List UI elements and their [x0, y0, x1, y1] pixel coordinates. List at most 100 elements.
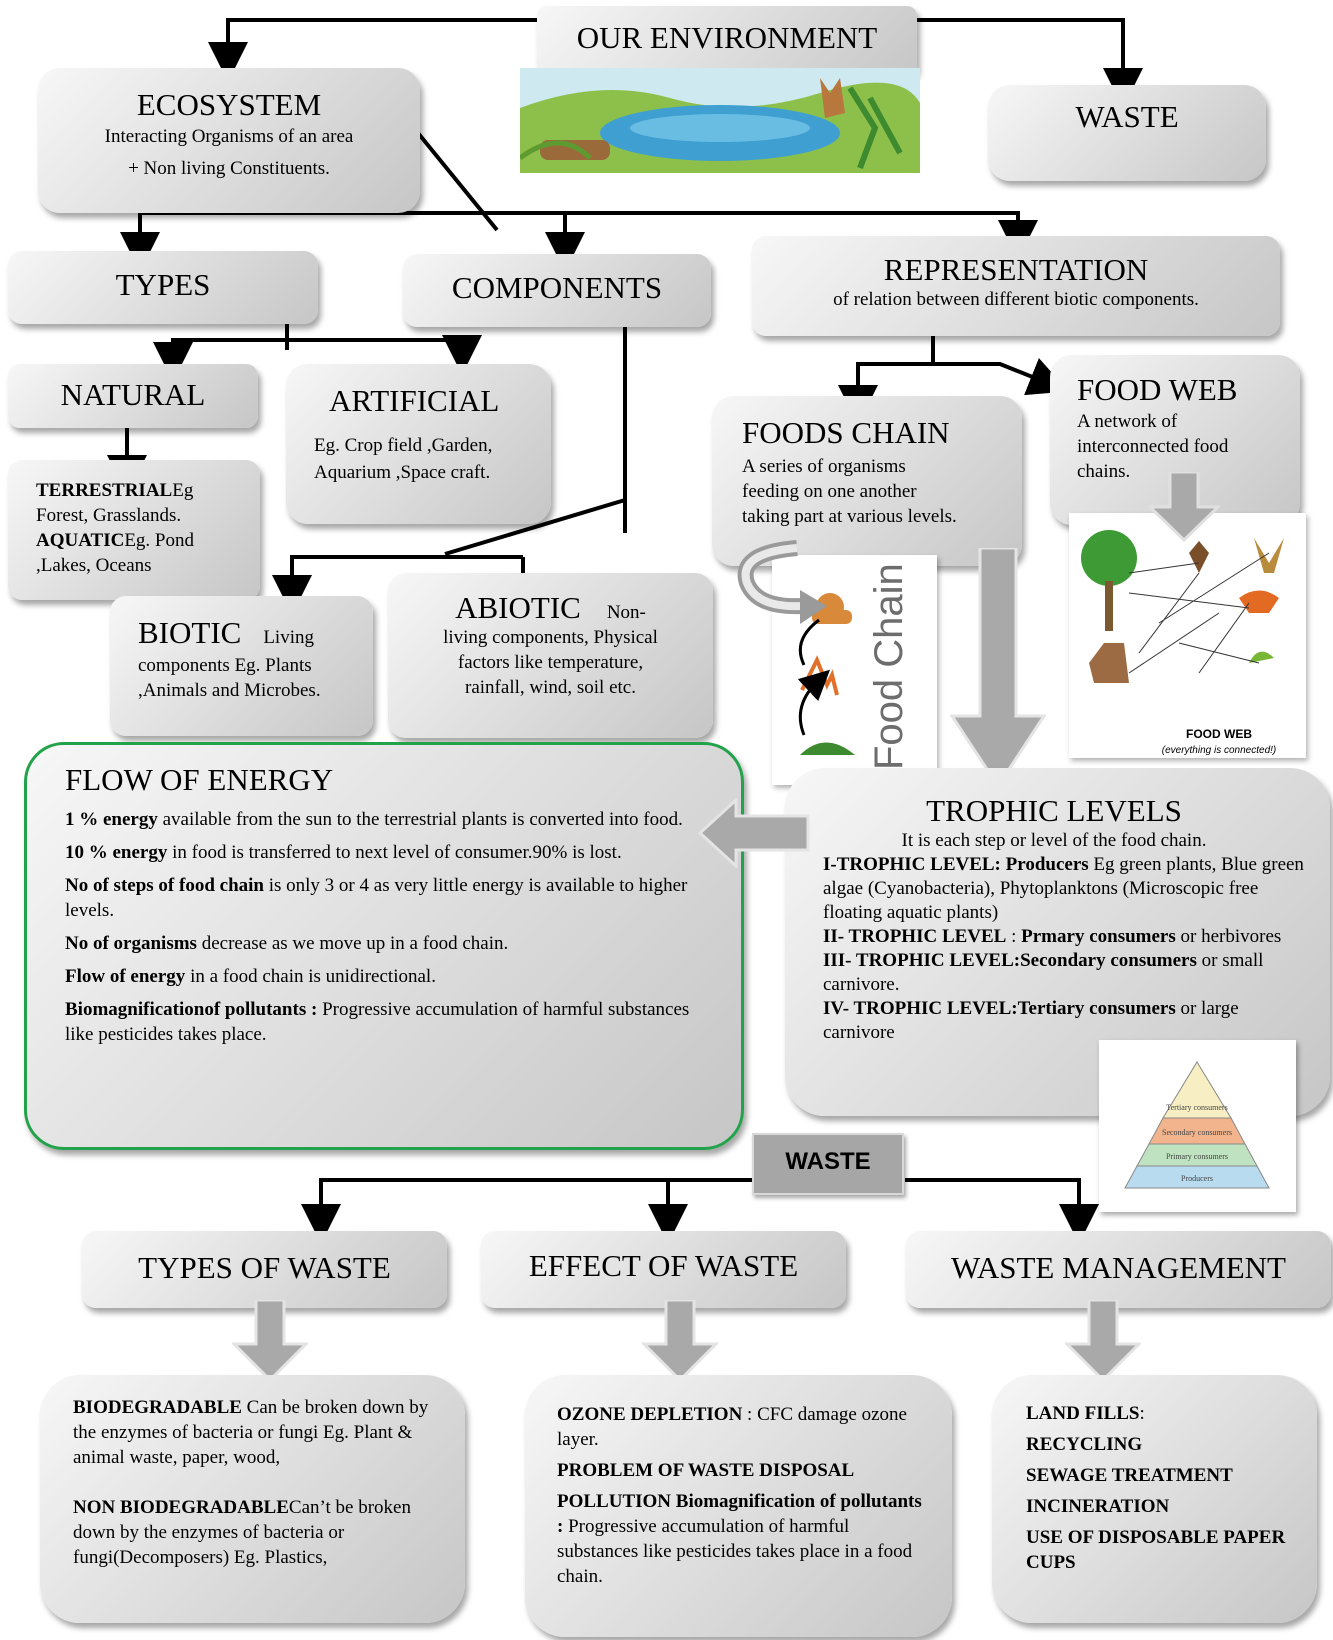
representation-desc: of relation between different biotic com… — [833, 289, 1199, 310]
aquatic-eg: Eg. Pond — [124, 530, 195, 551]
flow-of-energy-item-text: decrease as we move up in a food chain. — [196, 933, 509, 954]
components-title: COMPONENTS — [451, 270, 663, 305]
terrestrial-aquatic-box: TERRESTRIALEg Forest, Grasslands. AQUATI… — [8, 460, 260, 600]
waste-label: WASTE — [785, 1148, 871, 1175]
pyramid-secondary: Secondary consumers — [1162, 1128, 1232, 1137]
flow-of-energy-item-bold: Flow of energy — [65, 966, 186, 987]
food-chain-image-text: Food Chain — [867, 563, 911, 770]
waste-disposal-problem: PROBLEM OF WASTE DISPOSAL — [557, 1460, 855, 1481]
ecosystem-line2: + Non living Constituents. — [128, 158, 330, 179]
block-arrow-down-icon — [1148, 472, 1220, 542]
non-biodegradable-label: NON BIODEGRADABLE — [73, 1497, 289, 1518]
trophic-level-2-text: or herbivores — [1175, 926, 1282, 947]
biotic-box: BIOTIC Living components Eg. Plants ,Anim… — [110, 596, 373, 736]
trophic-level-2-sep: : — [1006, 926, 1022, 947]
recycling-item: RECYCLING — [1026, 1434, 1143, 1455]
flow-of-energy-item-bold: No of steps of food chain — [65, 875, 264, 896]
food-web-title: FOOD WEB — [1077, 372, 1238, 407]
pollution-text: Progressive accumulation of harmful subs… — [557, 1516, 913, 1587]
food-web-line3: chains. — [1077, 461, 1131, 482]
flow-of-energy-item-bold: No of organisms — [65, 933, 197, 954]
pyramid-tertiary: Tertiary consumers — [1166, 1103, 1227, 1112]
flow-of-energy-item: No of steps of food chain is only 3 or 4… — [65, 873, 711, 923]
waste-top-title: WASTE — [1075, 99, 1179, 134]
types-of-waste-box: TYPES OF WASTE — [82, 1231, 447, 1308]
waste-management-title: WASTE MANAGEMENT — [951, 1250, 1286, 1285]
food-web-line1: A network of — [1077, 411, 1178, 432]
artificial-line2: Aquarium ,Space craft. — [314, 462, 491, 483]
trophic-level-4-text: or large carnivore — [823, 998, 1239, 1043]
trophic-level-1-text: Eg green plants, Blue green algae (Cyano… — [823, 854, 1304, 923]
food-chain-title: FOODS CHAIN — [742, 415, 950, 450]
trophic-title: TROPHIC LEVELS — [926, 793, 1182, 828]
flow-of-energy-list: 1 % energy available from the sun to the… — [65, 807, 711, 1047]
ozone-depletion-text: : CFC damage ozone layer. — [557, 1404, 907, 1450]
food-web-line2: interconnected food — [1077, 436, 1229, 457]
representation-title: REPRESENTATION — [883, 252, 1149, 287]
waste-top-box: WASTE — [988, 85, 1266, 181]
waste-label-box: WASTE — [752, 1133, 904, 1195]
biotic-title: BIOTIC — [138, 615, 242, 650]
effect-of-waste-title: EFFECT OF WASTE — [528, 1248, 799, 1283]
flow-of-energy-item: No of organisms decrease as we move up i… — [65, 931, 711, 956]
flow-of-energy-item: 1 % energy available from the sun to the… — [65, 807, 711, 832]
ozone-depletion-label: OZONE DEPLETION — [557, 1404, 743, 1425]
incineration-item: INCINERATION — [1026, 1496, 1170, 1517]
trophic-level-4-label: IV- TROPHIC LEVEL:Tertiary consumers — [823, 998, 1176, 1019]
disposable-paper-cups-item: USE OF DISPOSABLE PAPER CUPS — [1026, 1527, 1286, 1573]
curved-arrow-icon — [737, 540, 827, 624]
artificial-title: ARTIFICIAL — [329, 383, 500, 418]
biotic-line1: Living — [263, 627, 314, 648]
food-chain-box: FOODS CHAIN A series of organisms feedin… — [712, 396, 1022, 566]
ecosystem-box: ECOSYSTEM Interacting Organisms of an ar… — [38, 68, 420, 213]
biotic-line3: ,Animals and Microbes. — [138, 680, 321, 701]
ecosystem-line1: Interacting Organisms of an area — [104, 126, 354, 147]
types-of-waste-title: TYPES OF WASTE — [138, 1250, 391, 1285]
flow-of-energy-item: Flow of energy in a food chain is unidir… — [65, 964, 711, 989]
food-web-image-sub: (everything is connected!) — [1162, 745, 1277, 756]
flow-of-energy-item-text: available from the sun to the terrestria… — [157, 809, 683, 830]
flow-of-energy-box: FLOW OF ENERGY 1 % energy available from… — [24, 742, 744, 1150]
trophic-pyramid-image: Tertiary consumers Secondary consumers P… — [1099, 1040, 1296, 1212]
landfills-item: LAND FILLS — [1026, 1403, 1140, 1424]
flow-of-energy-item-text: in a food chain is unidirectional. — [185, 966, 436, 987]
block-arrow-down-3-icon — [1065, 1300, 1141, 1382]
sewage-treatment-item: SEWAGE TREATMENT — [1026, 1465, 1233, 1486]
abiotic-line2: living components, Physical — [443, 627, 658, 648]
pyramid-producers: Producers — [1181, 1174, 1213, 1183]
block-arrow-left-icon — [698, 798, 810, 868]
food-chain-line3: taking part at various levels. — [742, 506, 957, 527]
aquatic-examples: ,Lakes, Oceans — [36, 555, 152, 576]
flow-of-energy-item-bold: 10 % energy — [65, 842, 168, 863]
trophic-level-3-label: III- TROPHIC LEVEL:Secondary consumers — [823, 950, 1197, 971]
types-box: TYPES — [8, 251, 318, 324]
effect-of-waste-box: EFFECT OF WASTE — [481, 1231, 846, 1308]
landfills-colon: : — [1139, 1403, 1145, 1424]
trophic-level-1-label: I-TROPHIC LEVEL: Producers — [823, 854, 1089, 875]
abiotic-line4: rainfall, wind, soil etc. — [465, 677, 636, 698]
abiotic-title: ABIOTIC — [455, 590, 581, 625]
flow-of-energy-item-text: Progressive accumulation of harmful subs… — [65, 999, 690, 1045]
flow-of-energy-item: Biomagnificationof pollutants : Progress… — [65, 997, 711, 1047]
types-of-waste-content-box: BIODEGRADABLE Can be broken down by the … — [40, 1375, 465, 1623]
environment-illustration — [520, 68, 920, 173]
ecosystem-title: ECOSYSTEM — [136, 87, 322, 122]
natural-title: NATURAL — [60, 377, 206, 412]
food-web-image: FOOD WEB (everything is connected!) — [1069, 513, 1306, 758]
biotic-line2: components Eg. Plants — [138, 655, 312, 676]
trophic-level-2-bold: Prmary consumers — [1021, 926, 1176, 947]
food-chain-line1: A series of organisms — [742, 456, 906, 477]
block-arrow-down-1-icon — [232, 1300, 308, 1382]
flow-of-energy-item: 10 % energy in food is transferred to ne… — [65, 840, 711, 865]
trophic-desc: It is each step or level of the food cha… — [901, 830, 1207, 851]
effect-of-waste-content-box: OZONE DEPLETION : CFC damage ozone layer… — [525, 1375, 952, 1637]
terrestrial-examples: Forest, Grasslands. — [36, 505, 182, 526]
representation-box: REPRESENTATION of relation between diffe… — [752, 236, 1280, 336]
food-chain-line2: feeding on one another — [742, 481, 917, 502]
pollution-label: POLLUTION Biomagnification of pollutants… — [557, 1491, 922, 1537]
artificial-line1: Eg. Crop field ,Garden, — [314, 435, 493, 456]
types-title: TYPES — [115, 267, 211, 302]
waste-management-box: WASTE MANAGEMENT — [906, 1231, 1331, 1308]
flow-of-energy-title: FLOW OF ENERGY — [65, 762, 334, 797]
